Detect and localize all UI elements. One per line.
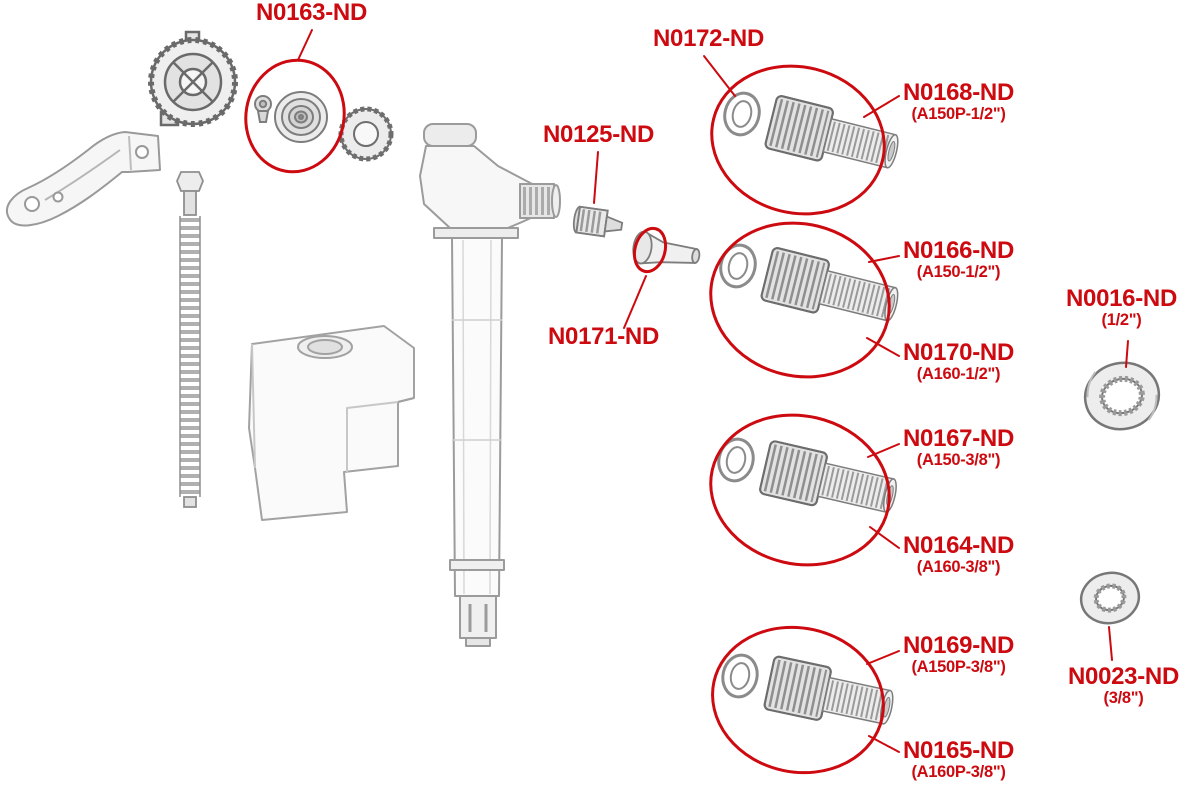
part-code: N0125-ND xyxy=(543,121,654,148)
cap-nut-drawing xyxy=(338,106,394,162)
label-n0171: N0171-ND xyxy=(548,324,659,350)
nut-n0023-drawing xyxy=(1079,571,1141,625)
label-n0125: N0125-ND xyxy=(543,122,654,148)
part-code: N0165-ND xyxy=(903,737,1014,764)
label-n0163: N0163-ND xyxy=(256,0,367,26)
part-code: N0167-ND xyxy=(903,425,1014,452)
part-code: N0166-ND xyxy=(903,237,1014,264)
fill-valve-body-drawing xyxy=(419,123,561,647)
part-code: N0170-ND xyxy=(903,339,1014,366)
label-n0172: N0172-ND xyxy=(653,26,764,52)
part-variant: (A160-3/8") xyxy=(916,557,1001,576)
part-variant: (3/8") xyxy=(1103,688,1144,707)
part-code: N0016-ND xyxy=(1066,285,1177,312)
fitting-assembly-n0166-n0170 xyxy=(719,243,899,322)
fitting-assembly-n0169-n0165 xyxy=(721,653,894,725)
part-n0125-drawing xyxy=(572,205,624,238)
nut-n0016-drawing xyxy=(1083,361,1161,431)
part-code: N0171-ND xyxy=(548,323,659,350)
fitting-assembly-n0167-n0164 xyxy=(717,437,897,514)
label-n0167: N0167-ND (A150-3/8") xyxy=(903,426,1014,470)
part-code: N0164-ND xyxy=(903,532,1014,559)
part-n0163-drawing xyxy=(254,91,328,143)
flex-hose-drawing xyxy=(176,171,204,508)
label-n0023: N0023-ND (3/8") xyxy=(1068,664,1179,708)
fitting-assembly-n0168 xyxy=(723,91,899,169)
float-wheel-drawing xyxy=(148,30,238,127)
part-code: N0169-ND xyxy=(903,632,1014,659)
part-code: N0023-ND xyxy=(1068,663,1179,690)
label-n0170: N0170-ND (A160-1/2") xyxy=(903,340,1014,384)
label-n0169: N0169-ND (A150P-3/8") xyxy=(903,633,1014,677)
part-variant: (A160-1/2") xyxy=(916,364,1001,383)
label-n0168: N0168-ND (A150P-1/2") xyxy=(903,80,1014,124)
label-n0164: N0164-ND (A160-3/8") xyxy=(903,533,1014,577)
part-variant: (A160P-3/8") xyxy=(911,762,1006,781)
part-variant: (A150P-3/8") xyxy=(911,657,1006,676)
leader-lines xyxy=(297,29,1129,753)
part-variant: (A150-1/2") xyxy=(916,262,1001,281)
part-code: N0172-ND xyxy=(653,25,764,52)
part-code: N0163-ND xyxy=(256,0,367,26)
part-variant: (1/2") xyxy=(1101,310,1142,329)
float-cup-drawing xyxy=(248,325,415,521)
lever-arm-drawing xyxy=(6,131,161,227)
highlight-ellipses xyxy=(244,58,891,775)
part-code: N0168-ND xyxy=(903,79,1014,106)
label-n0166: N0166-ND (A150-1/2") xyxy=(903,238,1014,282)
label-n0165: N0165-ND (A160P-3/8") xyxy=(903,738,1014,782)
label-n0016: N0016-ND (1/2") xyxy=(1066,286,1177,330)
part-variant: (A150-3/8") xyxy=(916,450,1001,469)
part-variant: (A150P-1/2") xyxy=(911,104,1006,123)
